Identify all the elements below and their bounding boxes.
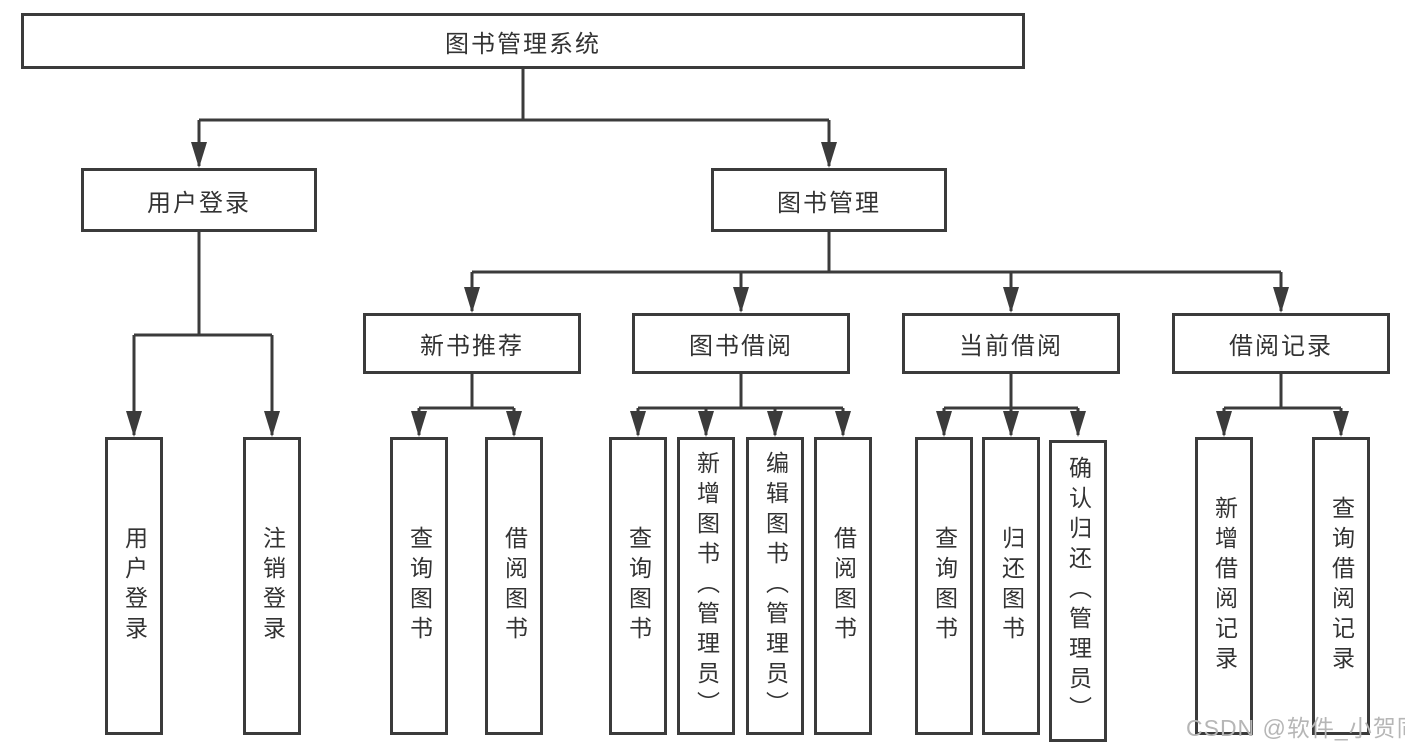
leaf-logout: 注销登录 <box>243 437 301 735</box>
leaf-add-borrow-record-label: 新增借阅记录 <box>1211 496 1238 676</box>
leaf-return-books-label: 归还图书 <box>998 526 1025 646</box>
leaf-add-books-admin-label: 新增图书（管理员） <box>693 451 720 721</box>
node-book-borrowing-label: 图书借阅 <box>689 333 793 360</box>
node-user-login-label: 用户登录 <box>147 189 251 217</box>
node-borrowing-records-label: 借阅记录 <box>1229 333 1333 360</box>
node-borrowing-records: 借阅记录 <box>1172 313 1390 374</box>
node-book-borrowing: 图书借阅 <box>632 313 850 374</box>
leaf-confirm-return-admin: 确认归还（管理员） <box>1049 440 1107 742</box>
leaf-query-books-current: 查询图书 <box>915 437 973 735</box>
leaf-add-borrow-record: 新增借阅记录 <box>1195 437 1253 735</box>
leaf-borrow-books-borrowing: 借阅图书 <box>814 437 872 735</box>
leaf-query-books-current-label: 查询图书 <box>931 526 958 646</box>
node-book-management-label: 图书管理 <box>777 189 881 217</box>
node-system: 图书管理系统 <box>21 13 1025 69</box>
csdn-watermark: CSDN @软件_小贺同学 <box>1186 715 1405 741</box>
leaf-query-books-recommend: 查询图书 <box>390 437 448 735</box>
leaf-edit-books-admin: 编辑图书（管理员） <box>746 437 804 735</box>
leaf-edit-books-admin-label: 编辑图书（管理员） <box>762 451 789 721</box>
leaf-borrow-books-recommend-label: 借阅图书 <box>501 526 528 646</box>
leaf-add-books-admin: 新增图书（管理员） <box>677 437 735 735</box>
leaf-user-login-label: 用户登录 <box>121 526 148 646</box>
leaf-query-books-borrowing: 查询图书 <box>609 437 667 735</box>
node-current-borrowing-label: 当前借阅 <box>959 333 1063 360</box>
leaf-query-borrow-record: 查询借阅记录 <box>1312 437 1370 735</box>
node-user-login: 用户登录 <box>81 168 317 232</box>
node-new-book-recommend-label: 新书推荐 <box>420 333 524 360</box>
node-new-book-recommend: 新书推荐 <box>363 313 581 374</box>
leaf-return-books: 归还图书 <box>982 437 1040 735</box>
node-current-borrowing: 当前借阅 <box>902 313 1120 374</box>
leaf-borrow-books-recommend: 借阅图书 <box>485 437 543 735</box>
leaf-logout-label: 注销登录 <box>259 526 286 646</box>
node-book-management: 图书管理 <box>711 168 947 232</box>
node-system-label: 图书管理系统 <box>445 30 601 58</box>
leaf-user-login: 用户登录 <box>105 437 163 735</box>
leaf-query-borrow-record-label: 查询借阅记录 <box>1328 496 1355 676</box>
leaf-borrow-books-borrowing-label: 借阅图书 <box>830 526 857 646</box>
leaf-query-books-borrowing-label: 查询图书 <box>625 526 652 646</box>
leaf-confirm-return-admin-label: 确认归还（管理员） <box>1065 456 1092 726</box>
leaf-query-books-recommend-label: 查询图书 <box>406 526 433 646</box>
